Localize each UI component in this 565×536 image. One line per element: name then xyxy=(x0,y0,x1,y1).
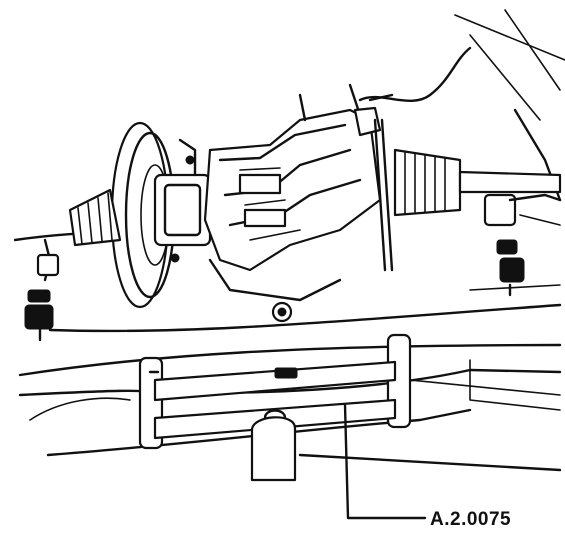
wheel-hub xyxy=(153,138,212,263)
locating-pin xyxy=(373,118,394,272)
steering-knuckle xyxy=(203,108,382,302)
callout-label: A.2.0075 xyxy=(430,509,512,530)
right-tie-rod xyxy=(483,193,562,297)
inner-cv-boot xyxy=(393,148,462,217)
outer-cv-boot xyxy=(68,188,122,247)
jack-post xyxy=(250,409,297,482)
callout-leader xyxy=(343,403,427,520)
left-tie-rod xyxy=(24,238,60,342)
chassis-bolt xyxy=(271,301,293,323)
strut-mount xyxy=(298,83,394,137)
drive-shaft xyxy=(458,170,562,194)
